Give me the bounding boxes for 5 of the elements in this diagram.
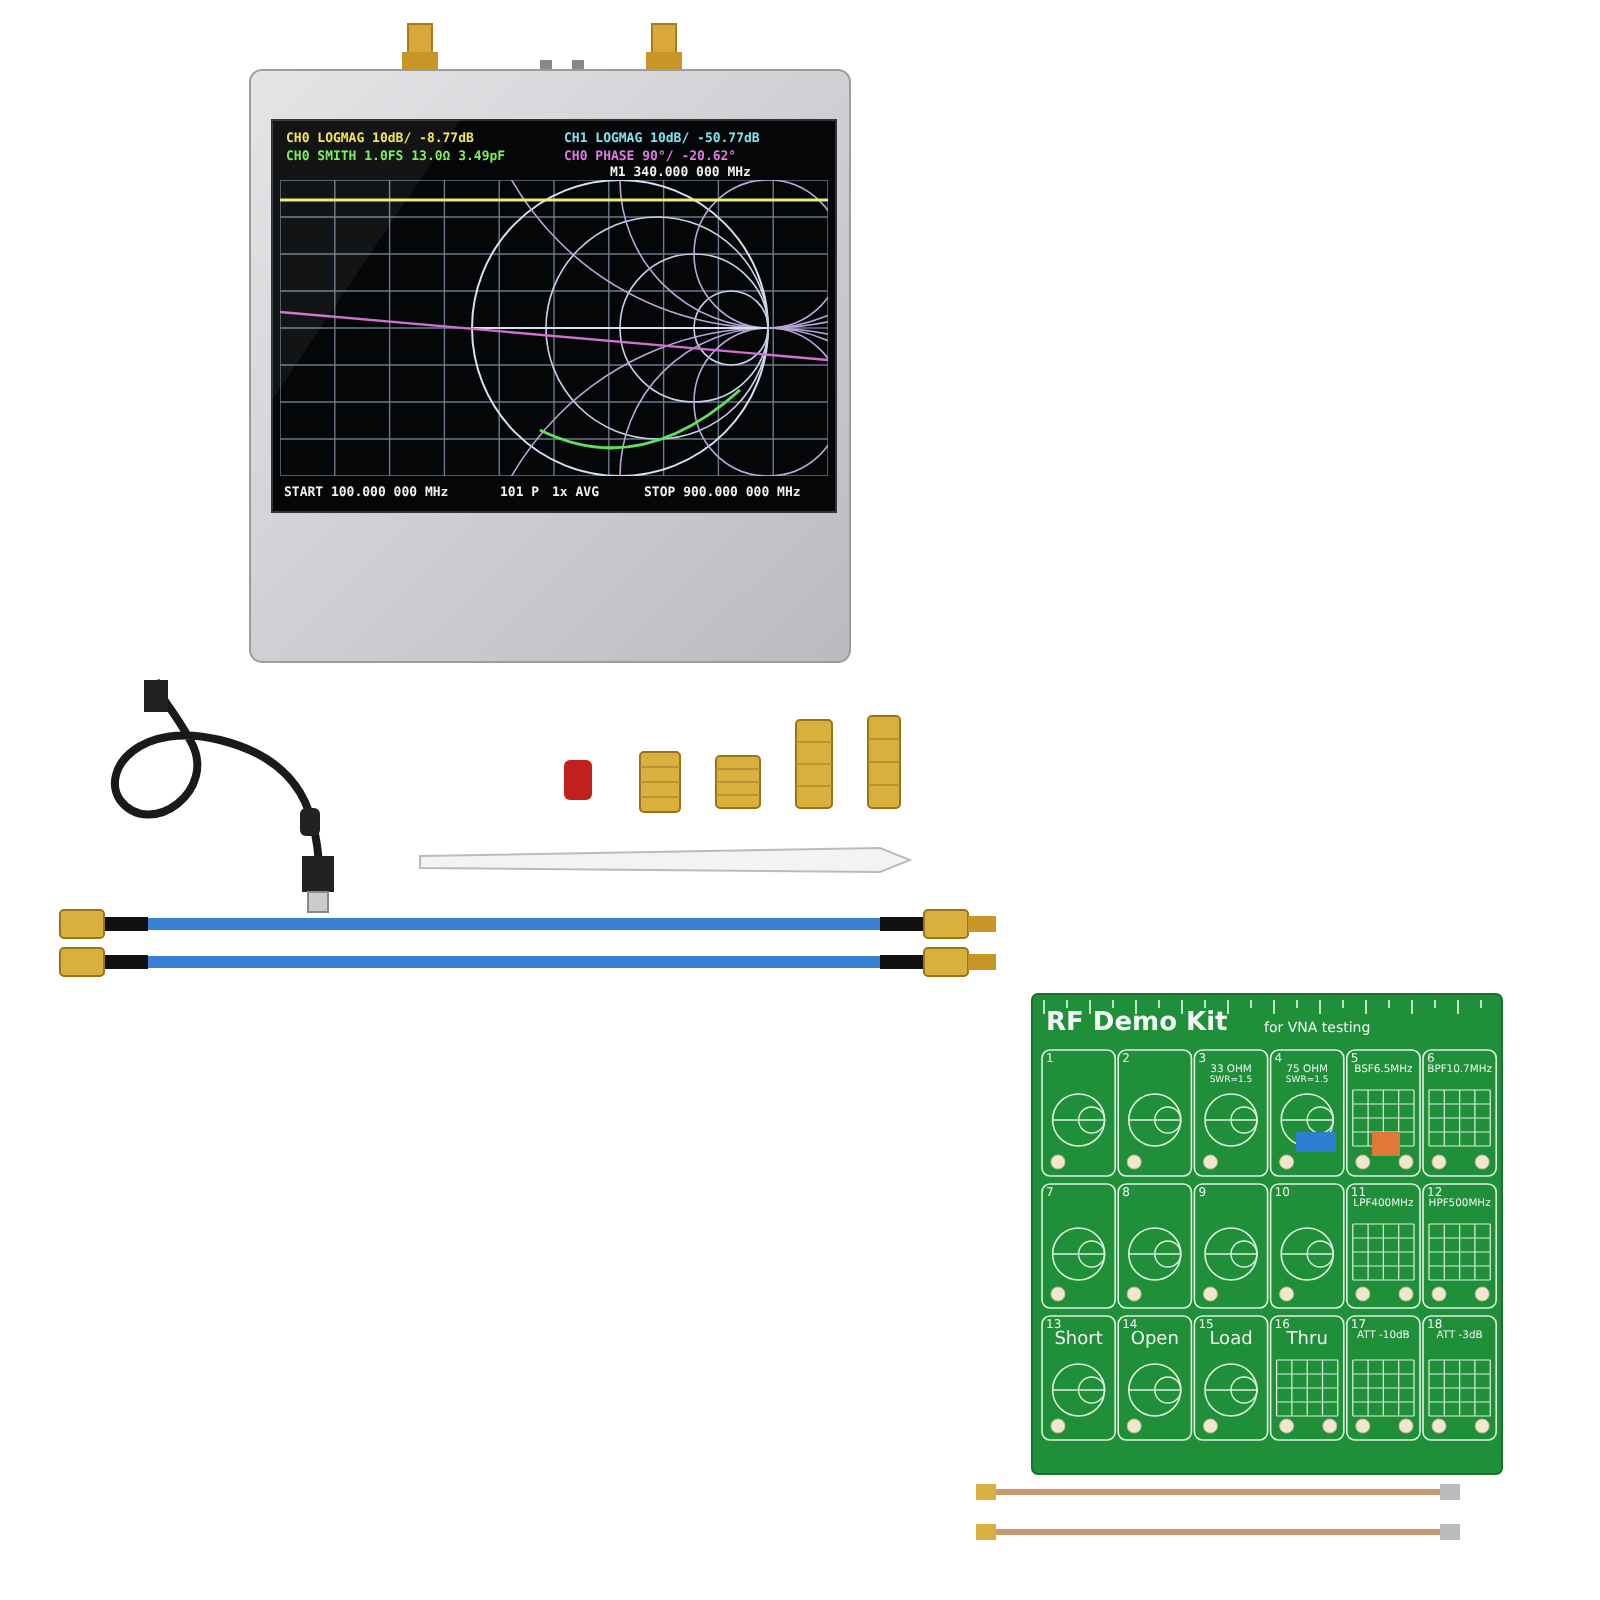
cell-label: Open	[1130, 1332, 1179, 1350]
cell-label: Load	[1209, 1332, 1253, 1350]
cell-label: Thru	[1286, 1332, 1328, 1350]
cell-label: Short	[1054, 1332, 1103, 1350]
board-title: RF Demo Kit	[1046, 1010, 1228, 1036]
